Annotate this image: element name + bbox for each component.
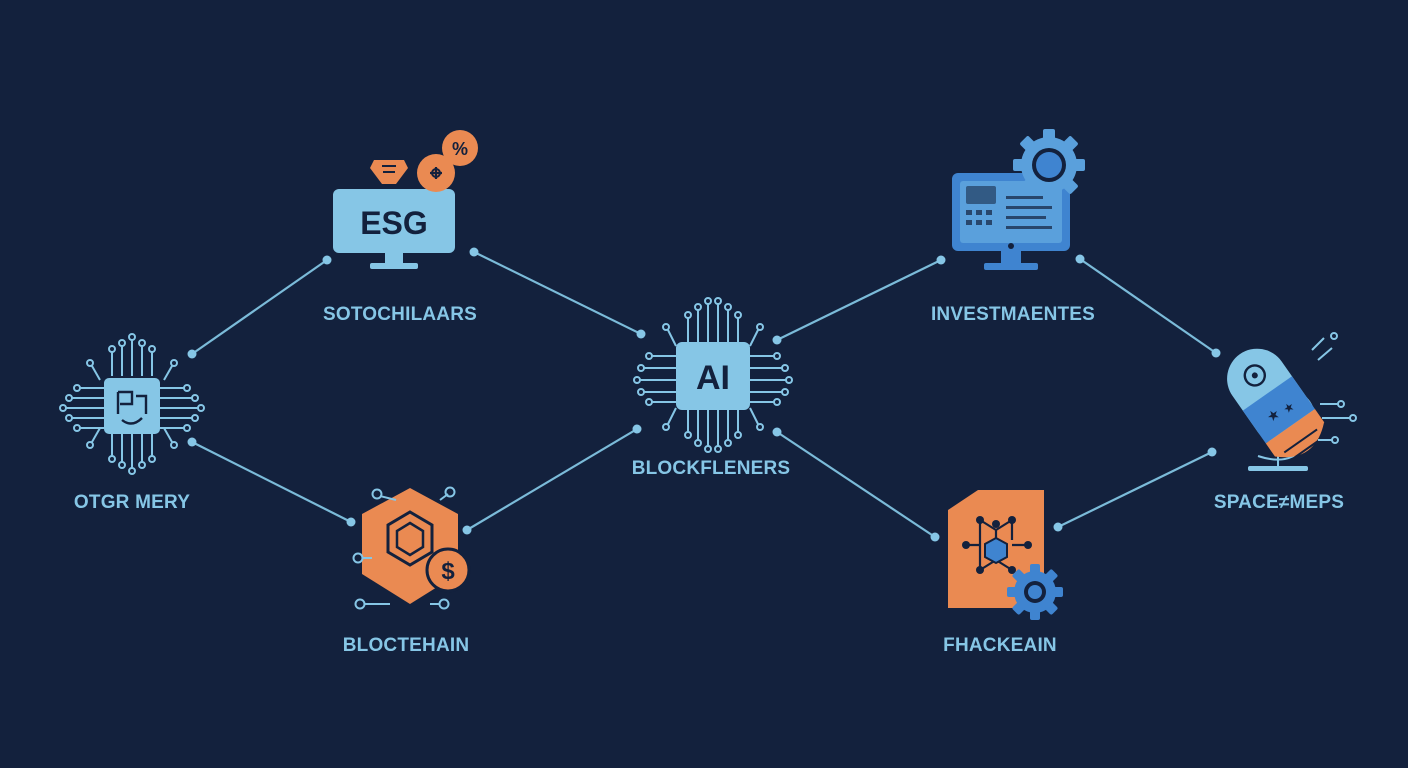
connector-ai-investments [776,259,942,341]
connector-investments-space [1079,258,1217,354]
esg-badge-circle-icon [417,154,455,192]
connector-otgr-esg [191,259,328,355]
node-label-fhackeain: FHACKEAIN [943,635,1057,656]
percent-symbol: % [452,139,468,159]
gear-icon [1013,129,1085,201]
node-label-otgr-mery: OTGR MERY [73,492,191,513]
connector-fhackeain-space [1057,451,1213,528]
esg-badge-diamond-icon [370,160,408,184]
node-label-blockfleners: BLOCKFLENERS [631,458,791,479]
space-rocket-icon: ★ ★ [1227,332,1357,471]
node-label-investmaentes: INVESTMAENTES [930,304,1096,325]
node-label-bloctehain: BLOCTEHAIN [342,635,470,656]
connector-blockchain-ai [466,428,638,531]
ai-chip-text: AI [696,359,730,397]
esg-monitor-icon: ESG [333,189,455,269]
circuit-chip-icon [59,333,205,475]
dollar-symbol: $ [441,558,455,585]
esg-percent-badge-icon: % [442,130,478,166]
connector-esg-ai [473,251,642,335]
ai-chip-icon: AI [676,342,750,410]
connector-otgr-blockchain [191,441,352,523]
investment-monitor-gear-icon [952,173,1070,270]
connector-ai-fhackeain [776,431,936,538]
node-label-space: SPACE≠MEPS [1213,492,1345,513]
connector-endpoints [187,247,1221,542]
circuit-chip-body [104,378,160,434]
fintech-gear-icon [1007,564,1063,620]
ai-chip-traces [633,297,793,453]
connector-lines [191,251,1217,538]
dollar-coin-icon: $ [425,547,471,593]
esg-screen-text: ESG [360,205,428,241]
node-label-sotochilaars: SOTOCHILAARS [322,304,478,325]
